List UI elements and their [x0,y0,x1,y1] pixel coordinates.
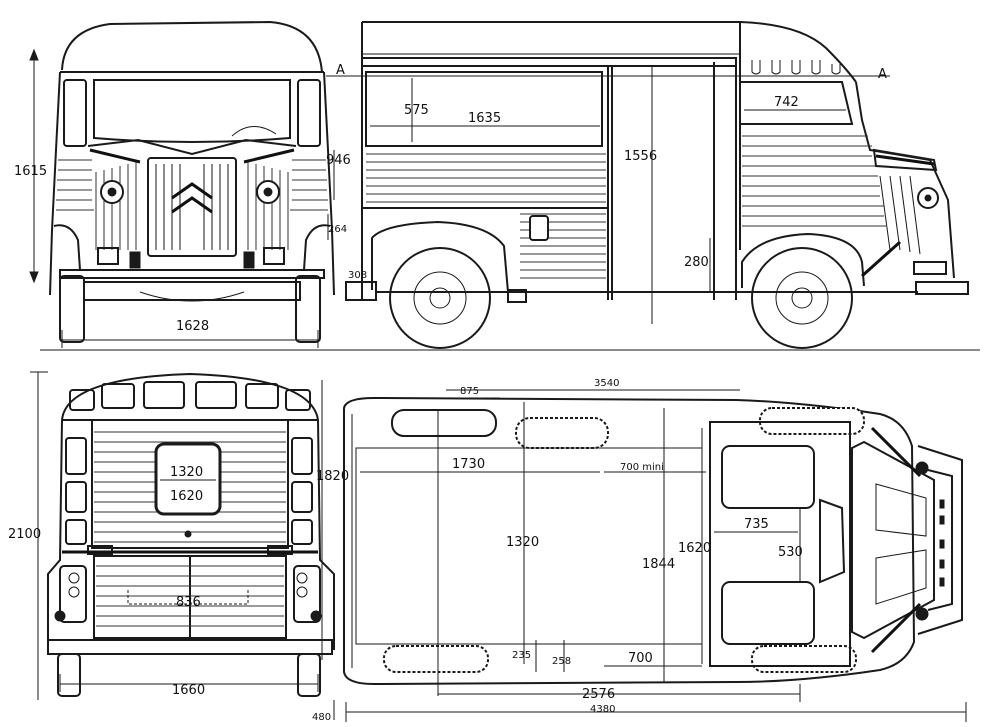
side-view: A A [40,21,980,351]
rear-track-dim: 1660 [172,683,205,698]
dim-264: 264 [328,224,347,235]
section-marker-right: A [878,67,887,82]
dim-308: 308 [348,270,367,281]
front-height-dim: 1615 [14,164,47,179]
rear-view: 1320 1620 836 [8,371,349,723]
plan-dim-235: 235 [512,650,531,661]
rear-overhang-dim: 480 [312,712,331,723]
door-height-dim: 1320 [170,465,203,480]
cargo-length-dim: 1730 [452,457,485,472]
front-track-dim: 1628 [176,319,209,334]
plan-dim-700: 700 [628,651,653,666]
floor-height-dim: 280 [684,255,709,270]
interior-height-dim: 1556 [624,149,657,164]
outer-width-dim: 1844 [642,557,675,572]
seat-depth-dim: 735 [744,517,769,532]
inner-width-dim: 1620 [678,541,711,556]
rear-width-dim: 2100 [8,527,41,542]
section-marker-left: A [336,63,345,78]
cargo-width-dim: 1320 [506,535,539,550]
length-dim: 4380 [590,704,615,715]
window-length-dim: 1635 [468,111,501,126]
plan-dim-3540: 3540 [594,378,619,389]
rear-total-height-dim: 1820 [316,469,349,484]
plan-view: 875 3540 1730 700 mini 1320 735 530 1620… [343,378,967,722]
window-height-dim: 575 [404,103,429,118]
wheelbase-dim: 2576 [582,687,615,702]
door-width-dim: 1620 [170,489,203,504]
seat-gap-dim: 530 [778,545,803,560]
front-view: 1615 1628 946 264 [14,20,351,348]
min-dim: 700 mini [620,462,664,473]
rear-bumper-dim: 836 [176,595,201,610]
cab-length-dim: 742 [774,95,799,110]
plan-dim-875: 875 [460,386,479,397]
plan-dim-258: 258 [552,656,571,667]
dim-946: 946 [326,153,351,168]
